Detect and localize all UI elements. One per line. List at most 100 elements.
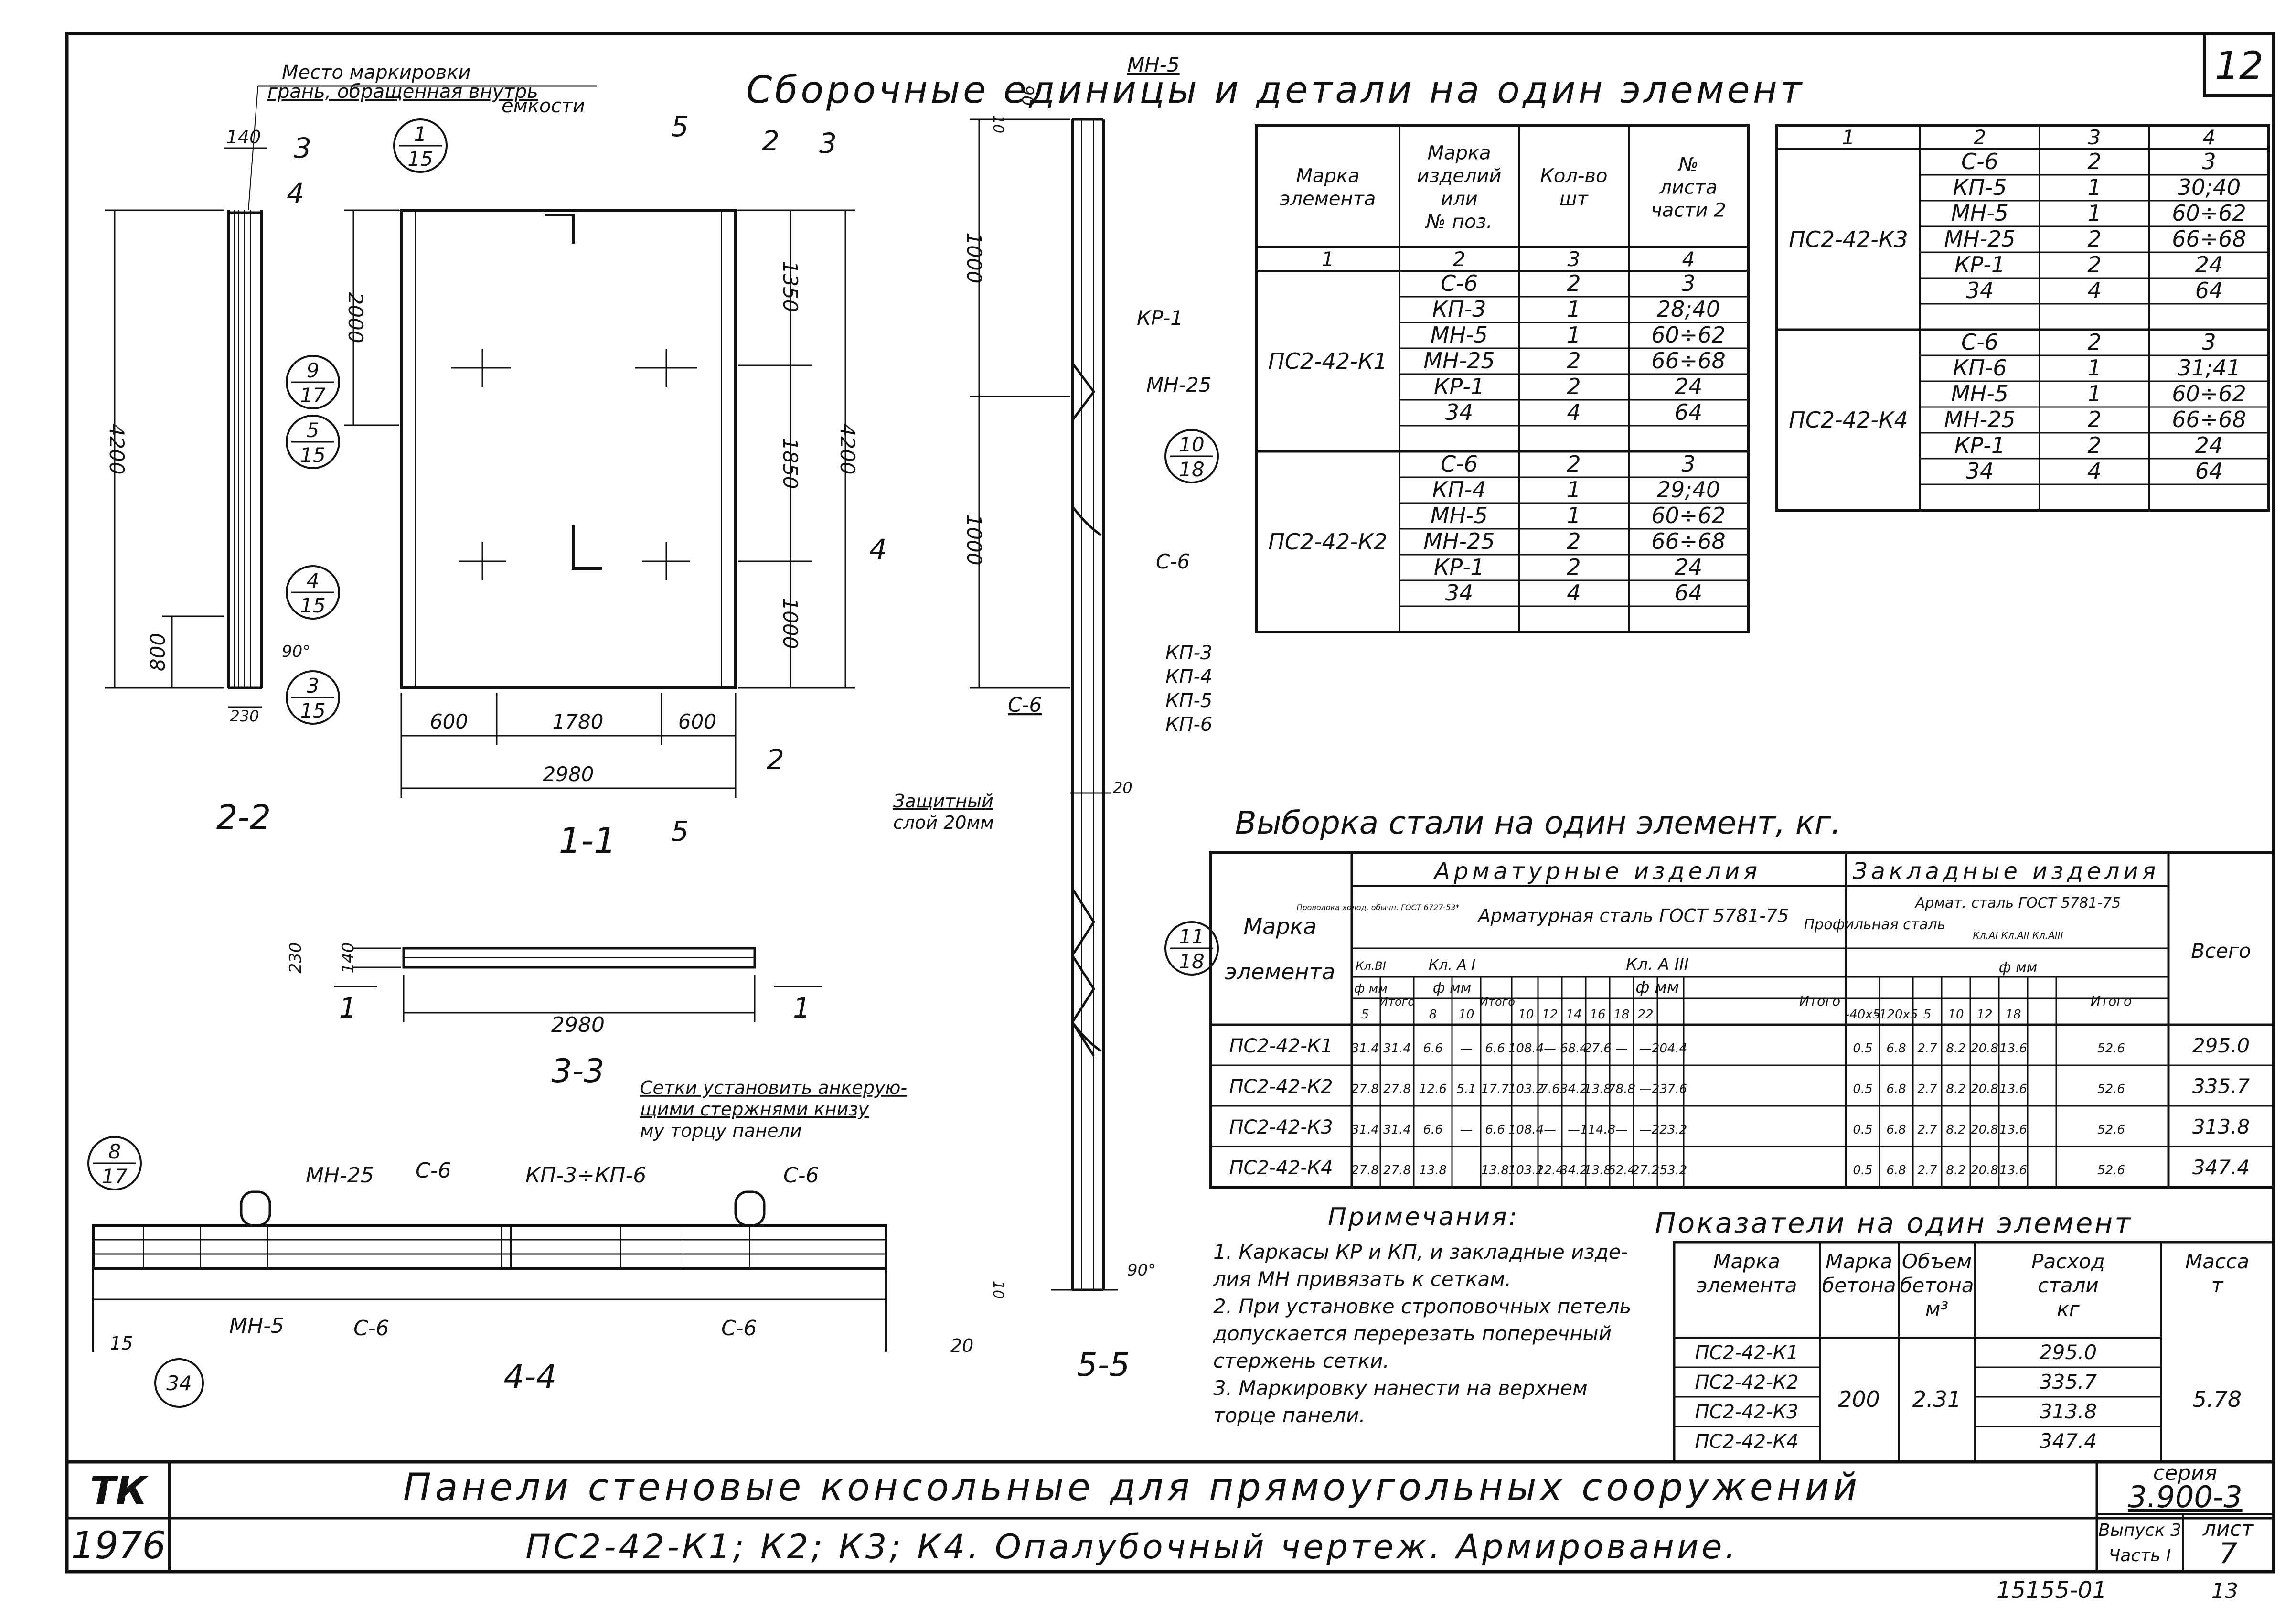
asm-cell-3-0-2: 3 xyxy=(2202,329,2216,355)
protective-layer-2: слой 20мм xyxy=(893,812,994,833)
asm-header-0-1: элемента xyxy=(1280,188,1376,210)
asm-cell-3-2-1: 1 xyxy=(2087,381,2101,407)
steel-cell-2-13: 6.8 xyxy=(1886,1123,1906,1137)
steel-cell-3-14: 2.7 xyxy=(1917,1163,1937,1178)
asm-cell-1-3-0: МН-25 xyxy=(1423,528,1495,554)
asm-colnum-2: 3 xyxy=(1568,247,1581,271)
title-line-2: ПС2-42-К1; К2; К3; К4. Опалубочный черте… xyxy=(525,1527,1739,1566)
asm-cell-0-2-0: МН-5 xyxy=(1431,322,1488,348)
asm-mark-3: ПС2-42-К4 xyxy=(1789,407,1908,433)
steel-cell-0-9: — xyxy=(1615,1041,1628,1056)
callout-den-4: 15 xyxy=(300,699,325,722)
asm-cell-1-3-2: 66÷68 xyxy=(1651,528,1726,554)
callout-den-1: 17 xyxy=(300,384,326,407)
steel-cell-0-14: 2.7 xyxy=(1917,1041,1937,1056)
steel-cell-0-10: — xyxy=(1639,1041,1652,1056)
steel-head-emb-arm: Армат. сталь ГОСТ 5781-75 xyxy=(1914,895,2121,911)
asm-cell-2-5-1: 4 xyxy=(2087,278,2101,303)
steel-cell-2-16: 20.8 xyxy=(1971,1123,1998,1137)
anchor-note-3: му торцу панели xyxy=(640,1120,802,1141)
steel-cell-3-7: 34.2 xyxy=(1560,1163,1588,1178)
asm-cell-3-5-2: 64 xyxy=(2195,458,2223,484)
asm-cell-3-3-0: МН-25 xyxy=(1944,407,2015,432)
steel-cell-1-4: 17.7 xyxy=(1481,1082,1509,1096)
sheet-number: 12 xyxy=(2215,43,2264,88)
steel-cell-3-12: 0.5 xyxy=(1853,1163,1872,1178)
callout-circle-3 xyxy=(286,565,340,620)
section-mark-5b: 5 xyxy=(671,815,689,847)
steel-cell-2-0: 31.4 xyxy=(1351,1123,1379,1137)
asm-cell-1-1-0: КП-4 xyxy=(1432,477,1486,503)
asm-cell-1-0-1: 2 xyxy=(1567,451,1581,477)
steel-cell-1-18: 52.6 xyxy=(2097,1082,2125,1096)
asm-cell-2-2-2: 60÷62 xyxy=(2172,200,2246,226)
ind-head-2-0: Объем xyxy=(1902,1250,1972,1273)
label-44-c6a: С-6 xyxy=(416,1158,451,1183)
steel-cell-2-14: 2.7 xyxy=(1917,1123,1937,1137)
steel-mark-0: ПС2-42-К1 xyxy=(1229,1035,1333,1057)
steel-diam-8: 22 xyxy=(1637,1008,1653,1022)
asm-header-2-0: Кол-во xyxy=(1540,165,1608,187)
steel-cell-1-10: — xyxy=(1639,1082,1652,1096)
steel-cell-3-10: 27.2 xyxy=(1632,1163,1659,1178)
steel-cell-0-11: 204.4 xyxy=(1652,1041,1687,1056)
dim-55-10a: 10 xyxy=(990,115,1006,133)
list-label: лист xyxy=(2202,1517,2254,1541)
dim-55-10b: 10 xyxy=(990,1281,1006,1299)
dim-55-20: 20 xyxy=(1113,779,1132,797)
steel-diam-6: 16 xyxy=(1590,1008,1605,1022)
steel-itogo-1: Итого xyxy=(1379,995,1415,1008)
dim-11-2000: 2000 xyxy=(344,292,367,343)
steel-cell-0-17: 13.6 xyxy=(1999,1041,2027,1056)
asm-cell-3-3-1: 2 xyxy=(2087,407,2101,432)
asm-cell-3-2-2: 60÷62 xyxy=(2172,381,2246,407)
asm-cell-1-0-2: 3 xyxy=(1681,451,1695,477)
asm-cell-0-0-1: 2 xyxy=(1567,270,1581,296)
dim-33-140: 140 xyxy=(339,943,358,974)
label-55-mn5: МН-5 xyxy=(1127,53,1180,76)
asm-cell-0-1-0: КП-3 xyxy=(1432,296,1486,322)
asm-cell-2-1-0: КП-5 xyxy=(1953,174,2007,200)
steel-diam-2: 10 xyxy=(1458,1008,1474,1022)
steel-table: Арматурные изделия Закладные изделия Арм… xyxy=(1209,851,2275,1189)
ind-steel-1: 335.7 xyxy=(2040,1370,2097,1394)
asm-cell-1-4-2: 24 xyxy=(1675,554,1703,580)
steel-diam-3: 10 xyxy=(1518,1008,1534,1022)
label-44-mn25: МН-25 xyxy=(306,1163,374,1188)
asm-cell-1-5-1: 4 xyxy=(1567,580,1581,606)
callout-den-3: 15 xyxy=(300,594,325,617)
steel-cell-1-19: 335.7 xyxy=(2192,1074,2250,1098)
steel-head-total: Всего xyxy=(2191,939,2251,963)
steel-cell-2-8: 114.8 xyxy=(1580,1123,1615,1137)
ind-head-3-0: Расход xyxy=(2031,1250,2105,1273)
asm-cell-0-4-2: 24 xyxy=(1675,374,1703,399)
asm-cell-0-3-0: МН-25 xyxy=(1423,348,1495,374)
asm-cell-2-4-0: КР-1 xyxy=(1954,252,2005,278)
ind-head-3-1: стали xyxy=(2038,1274,2098,1297)
steel-cell-2-11: 223.2 xyxy=(1652,1123,1687,1137)
ind-head-1-0: Марка xyxy=(1826,1250,1892,1273)
dim-55-1000a: 1000 xyxy=(962,233,986,284)
ind-head-2-1: бетона xyxy=(1900,1274,1974,1297)
steel-itogo-3: Итого xyxy=(1799,993,1840,1009)
year-label: 1976 xyxy=(71,1524,166,1567)
steel-head-arm-steel: Арматурная сталь ГОСТ 5781-75 xyxy=(1477,905,1789,926)
steel-cell-3-8: 13.8 xyxy=(1584,1163,1612,1178)
ind-head-0-1: элемента xyxy=(1697,1274,1797,1297)
indicators-table: МаркаэлементаМаркабетонаОбъембетонам³Рас… xyxy=(1673,1241,2275,1463)
steel-cell-0-5: 108.4 xyxy=(1508,1041,1544,1056)
asm-cell-2-1-2: 30;40 xyxy=(2178,174,2241,200)
label-55-c6b: С-6 xyxy=(1008,693,1042,717)
view-3-3-label: 3-3 xyxy=(551,1052,604,1090)
series-label: серия xyxy=(2153,1461,2217,1485)
steel-cell-1-8: 13.8 xyxy=(1584,1082,1612,1096)
steel-cell-1-7: 34.2 xyxy=(1560,1082,1588,1096)
steel-phi-1: ф мм xyxy=(1354,982,1388,996)
section-mark-3b: 3 xyxy=(819,127,837,160)
steel-phi-4: ф мм xyxy=(1999,959,2037,976)
asm-cell-1-2-0: МН-5 xyxy=(1431,503,1488,528)
asm-cell-3-1-1: 1 xyxy=(2087,355,2101,381)
section-mark-4b: 4 xyxy=(869,533,887,566)
steel-head-mark-1: Марка xyxy=(1243,913,1316,939)
